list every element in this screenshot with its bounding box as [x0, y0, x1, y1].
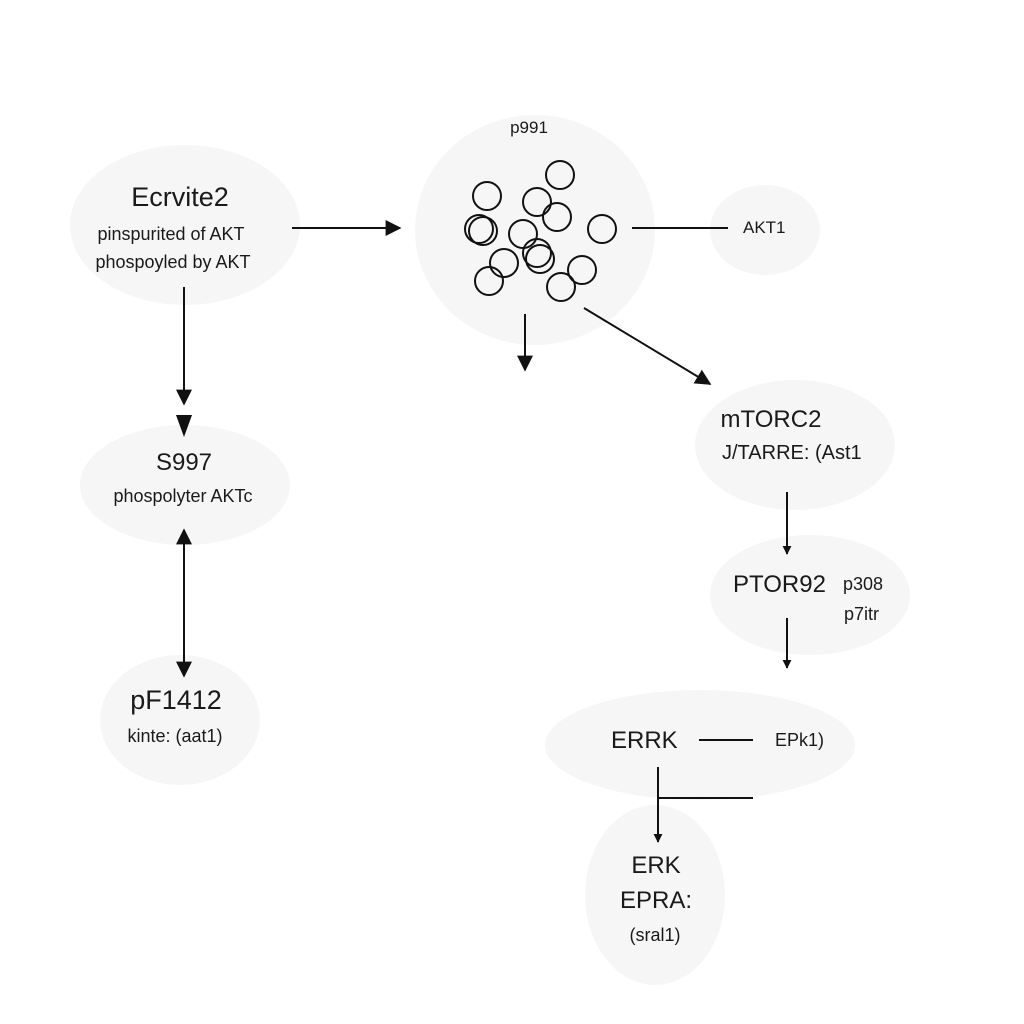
node-akt1-label: AKT1: [743, 218, 786, 237]
cluster-circle: [546, 272, 576, 302]
node-s997-line: phospolyter AKTc: [113, 486, 253, 506]
node-pf1412-line: kinte: (aat1): [127, 726, 223, 746]
node-ptor92-side-1: p308: [843, 574, 884, 594]
node-erk-line-1: EPRA:: [619, 887, 693, 914]
arrowhead-s997-top: [176, 415, 192, 437]
node-ptor92-title: PTOR92: [733, 571, 826, 598]
node-erk-line-2: (sral1): [629, 925, 681, 945]
node-halos: [70, 115, 910, 985]
cluster-circle: [542, 202, 572, 232]
node-errk-title: ERRK: [611, 727, 678, 754]
node-s997-title: S997: [155, 449, 213, 476]
cluster-circle: [472, 181, 502, 211]
node-ecrvite2-line-1: pinspurited of AKT: [97, 224, 245, 244]
p991-molecule-cluster: [464, 160, 617, 302]
node-ptor92-side-2: p7itr: [844, 604, 880, 624]
cluster-circle: [474, 266, 504, 296]
cluster-circle: [587, 214, 617, 244]
node-erk-title: ERK: [631, 852, 681, 879]
node-mtorc2-line: J/TARRE: (Ast1: [722, 442, 862, 464]
cluster-circle: [489, 248, 519, 278]
node-pf1412-title: pF1412: [130, 685, 222, 715]
node-errk-side: EPk1): [775, 730, 825, 750]
node-ecrvite2-line-2: phospoyled by AKT: [95, 252, 251, 272]
cluster-circle: [545, 160, 575, 190]
arrow-p991-to-mtorc2: [583, 307, 712, 385]
node-mtorc2-title: mTORC2: [720, 406, 822, 433]
cluster-circle: [522, 187, 552, 217]
node-p991-label: p991: [510, 118, 548, 137]
cluster-circle: [567, 255, 597, 285]
cluster-circle: [464, 214, 494, 244]
cluster-circle: [522, 238, 552, 268]
connectors: [176, 220, 792, 843]
node-ecrvite2-title: Ecrvite2: [131, 182, 229, 212]
cluster-circle: [468, 216, 498, 246]
cluster-circle: [525, 244, 555, 274]
